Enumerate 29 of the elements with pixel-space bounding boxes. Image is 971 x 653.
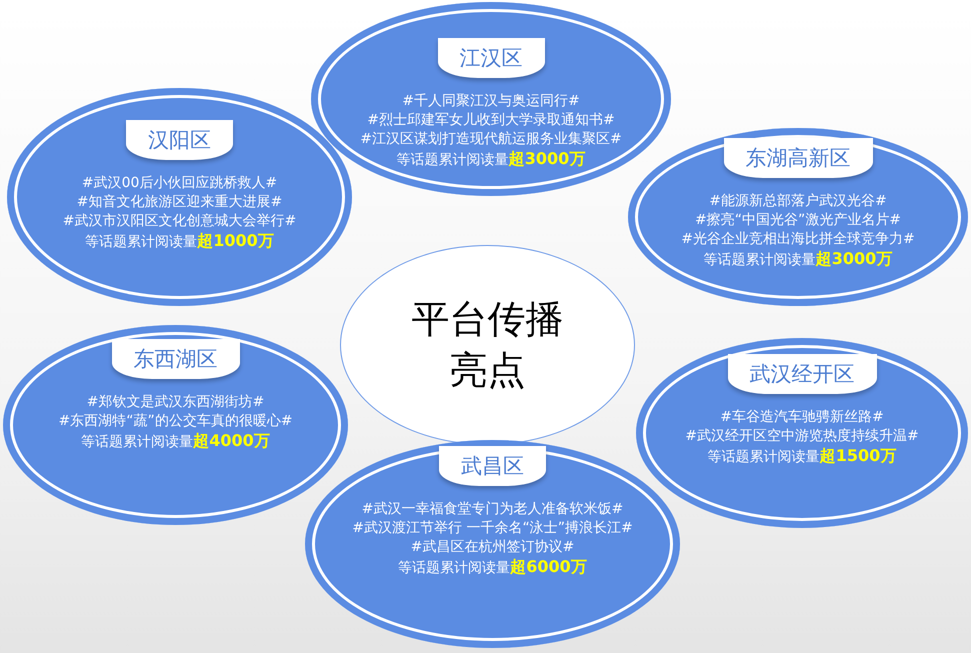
topic-text: #武汉一幸福食堂专门为老人准备软米饭# [362, 500, 624, 519]
summary-text: 等话题累计阅读量超1000万 [85, 231, 274, 252]
topic-text: #能源新总部落户武汉光谷# [709, 192, 887, 211]
heading-tab: 江汉区 [438, 38, 544, 78]
topic-text: #武汉经开区空中游览热度持续升温# [685, 427, 919, 446]
topic-text: #车谷造汽车驰骋新丝路# [720, 408, 884, 427]
heading-tab: 汉阳区 [126, 120, 233, 160]
summary-text: 等话题累计阅读量超1500万 [708, 446, 896, 467]
topic-text: #光谷企业竞相出海比拼全球竞争力# [681, 230, 915, 249]
summary-text: 等话题累计阅读量超4000万 [81, 431, 270, 452]
summary-text: 等话题累计阅读量超3000万 [396, 149, 586, 170]
topic-text: #擦亮“中国光谷”激光产业名片# [695, 211, 901, 230]
heading-tab: 武汉经开区 [728, 354, 876, 394]
summary-text: 等话题累计阅读量超3000万 [704, 249, 892, 270]
summary-text: 等话题累计阅读量超6000万 [398, 557, 587, 578]
heading-tab: 东湖高新区 [724, 138, 872, 178]
heading-tab: 东西湖区 [112, 339, 240, 379]
topic-text: #江汉区谋划打造现代航运服务业集聚区# [360, 130, 622, 149]
topic-text: #武汉渡江节举行 一千余名“泳士”搏浪长江# [352, 519, 633, 538]
topic-text: #武汉市汉阳区文化创意城大会举行# [62, 212, 296, 231]
heading-tab: 武昌区 [439, 446, 546, 486]
topic-text: #武汉00后小伙回应跳桥救人# [82, 174, 278, 193]
topic-text: #郑钦文是武汉东西湖街坊# [86, 393, 264, 412]
center-title: 平台传播亮点 [410, 296, 564, 394]
topic-text: #千人同聚江汉与奥运同行# [402, 92, 580, 111]
topic-text: #武昌区在杭州签订协议# [410, 538, 574, 557]
topic-text: #烈士邱建军女儿收到大学录取通知书# [367, 111, 615, 130]
topic-text: #知音文化旅游区迎来重大进展# [76, 193, 282, 212]
topic-text: #东西湖特“蔬”的公交车真的很暖心# [58, 412, 292, 431]
